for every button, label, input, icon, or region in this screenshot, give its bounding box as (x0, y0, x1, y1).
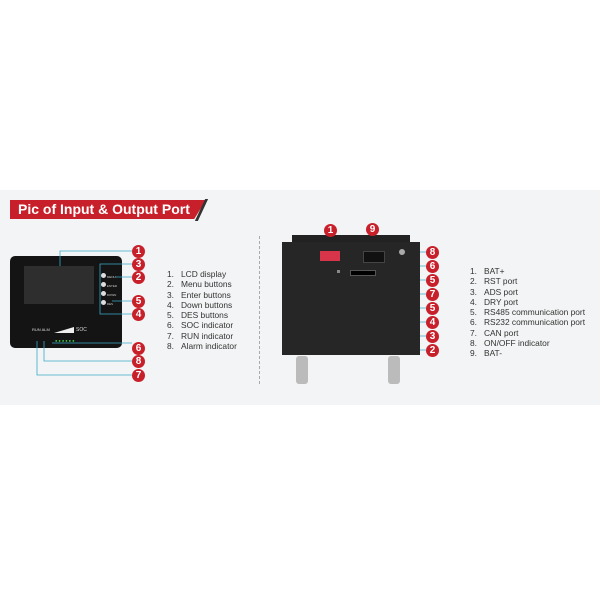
callout-badge: 5 (426, 302, 439, 315)
callout-badge: 1 (132, 245, 145, 258)
lcd-display (24, 266, 94, 304)
soc-leds: ●●●●●● (55, 338, 76, 343)
soc-wedge (54, 327, 74, 333)
down-button[interactable]: DOWN (101, 291, 117, 300)
legend-item: 3.ADS port (470, 286, 518, 297)
callout-badge: 3 (132, 258, 145, 271)
battery-cabinet (282, 242, 420, 355)
legend-item: 8.ON/OFF indicator (470, 338, 550, 349)
indicator-labels: RUN ALM (32, 327, 50, 332)
callout-badge: 6 (426, 260, 439, 273)
wheel (296, 356, 308, 384)
legend-item: 2.RST port (470, 276, 518, 287)
legend-item: 3.Enter buttons (167, 289, 231, 300)
wheel (388, 356, 400, 384)
enter-label: ENTER (106, 284, 118, 288)
legend-item: 9.BAT- (470, 348, 502, 359)
legend-item: 4.Down buttons (167, 299, 233, 310)
alm-label: ALM (41, 327, 50, 332)
buttons: MENU ENTER DOWN DES (101, 273, 117, 309)
bat-plus-terminal (320, 251, 340, 261)
des-label: DES (106, 302, 114, 306)
legend-item: 4.DRY port (470, 296, 519, 307)
down-label: DOWN (106, 293, 117, 297)
legend-item: 8.Alarm indicator (167, 341, 237, 352)
callout-badge: 2 (426, 344, 439, 357)
legend-item: 6.SOC indicator (167, 320, 234, 331)
menu-label: MENU (106, 275, 116, 279)
des-button[interactable]: DES (101, 300, 117, 309)
legend-item: 5.DES buttons (167, 310, 229, 321)
divider (259, 236, 260, 384)
legend-item: 7.RUN indicator (167, 330, 234, 341)
callout-badge: 8 (132, 355, 145, 368)
callout-badge: 2 (132, 271, 145, 284)
enter-button[interactable]: ENTER (101, 282, 117, 291)
callout-badge: 9 (366, 223, 379, 236)
legend-item: 7.CAN port (470, 327, 519, 338)
run-label: RUN (32, 327, 41, 332)
callout-badge: 6 (132, 342, 145, 355)
legend-item: 6.RS232 communication port (470, 317, 586, 328)
callout-badge: 7 (132, 369, 145, 382)
rst-port (337, 270, 340, 273)
legend-item: 1.LCD display (167, 269, 227, 279)
title: Pic of Input & Output Port (18, 201, 190, 217)
soc-label: SOC (76, 327, 87, 333)
rear-legend: 1.BAT+ 2.RST port 3.ADS port 4.DRY port … (470, 266, 585, 359)
callout-badge: 1 (324, 224, 337, 237)
callout-badge: 7 (426, 288, 439, 301)
title-banner: Pic of Input & Output Port (10, 200, 206, 219)
onoff-indicator (399, 249, 405, 255)
battery-lid (292, 235, 410, 243)
callout-badge: 5 (426, 274, 439, 287)
callout-badge: 4 (132, 308, 145, 321)
legend-item: 5.RS485 communication port (470, 307, 586, 318)
comm-ports (350, 270, 376, 276)
callout-badge: 8 (426, 246, 439, 259)
menu-button[interactable]: MENU (101, 273, 117, 282)
callout-badge: 5 (132, 295, 145, 308)
legend-item: 2.Menu buttons (167, 279, 232, 290)
callout-badge: 4 (426, 316, 439, 329)
bat-minus-terminal (363, 251, 385, 263)
front-legend: 1.LCD display 2.Menu buttons 3.Enter but… (167, 269, 237, 351)
callout-badge: 3 (426, 330, 439, 343)
legend-item: 1.BAT+ (470, 266, 505, 276)
